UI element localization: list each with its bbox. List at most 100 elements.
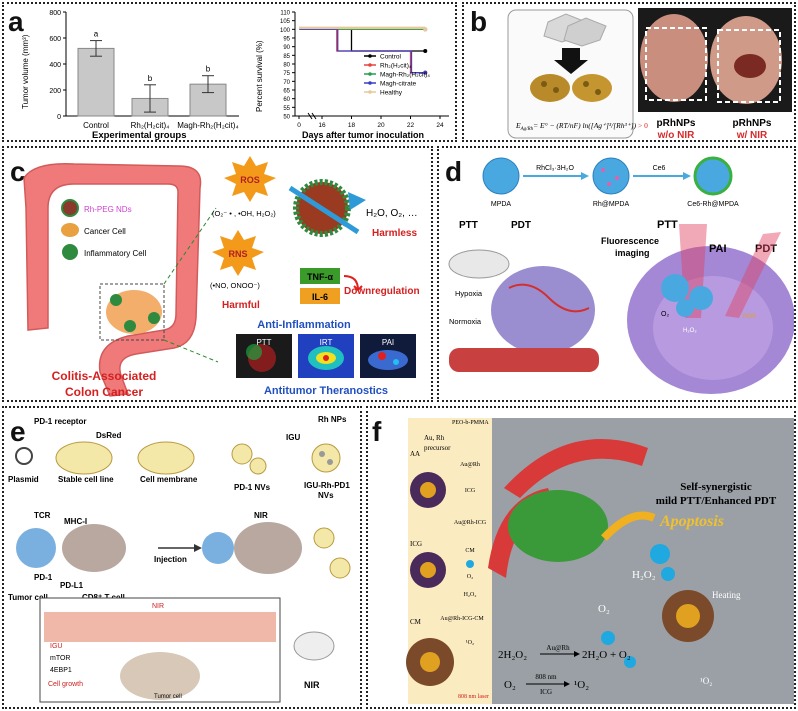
legend-laser: 808 nm laser	[458, 694, 489, 700]
img-label-pai: PAI	[382, 338, 394, 347]
legend-marker	[368, 54, 372, 58]
cancer-title-1: Colitis-Associated	[52, 369, 157, 383]
nir-label-1: NIR	[254, 511, 268, 520]
survival-ytick-label: 75	[283, 71, 290, 77]
legend-singlet-o2: ¹O₂	[466, 640, 474, 646]
bar-xlabel: Experimental groups	[92, 130, 187, 141]
normoxia-label: Normoxia	[449, 317, 482, 326]
inset-mtor: mTOR	[50, 655, 70, 662]
survival-line	[300, 28, 427, 74]
bar-ytick-label: 800	[49, 10, 61, 17]
heating-label: Heating	[712, 590, 741, 600]
anti-inflammation-label: Anti-Inflammation	[257, 319, 351, 331]
eq1-right: 2H₂O + O₂	[582, 649, 631, 661]
survival-ytick-label: 95	[283, 37, 290, 43]
rh-mpda-icon	[592, 157, 630, 195]
survival-ytick-label: 90	[283, 45, 290, 51]
inset-tumor-cell: Tumor cell	[154, 694, 182, 700]
membrane-label: Cell membrane	[140, 475, 198, 484]
survival-ylabel: Percent survival (%)	[255, 40, 264, 112]
axis-break	[311, 112, 317, 120]
rh-peg-nd-icon	[61, 199, 79, 217]
survival-xtick-label: 20	[377, 122, 385, 129]
panel-f-art: PEO-b-PMMA AA Au, Rh precursor ICG CM Au…	[406, 418, 794, 704]
h2o2-label: H₂O₂	[632, 569, 656, 581]
panel-c-label: c	[10, 156, 26, 187]
pd1-label: PD-1	[34, 573, 53, 582]
pai-label: PAI	[709, 243, 727, 255]
harmful-label: Harmful	[222, 300, 260, 311]
legend-rh-peg: Rh-PEG NDs	[84, 205, 132, 214]
legend-cm: CM	[465, 548, 475, 554]
legend-au-rh: Au@Rh	[460, 462, 480, 468]
tumor-vessel-icon	[491, 266, 595, 354]
blood-vessel-icon	[504, 439, 648, 498]
caption-left-2: w/o NIR	[657, 130, 695, 141]
plasmid-label: Plasmid	[8, 475, 39, 484]
panel-b: b EAg/Rh= E° − (RT/nF) ln([Ag⁺]³/[Rh³⁺])…	[462, 2, 796, 142]
eq2-left: O₂	[504, 679, 516, 691]
mouse-icon	[448, 249, 510, 279]
eq2-cat-2: ICG	[540, 688, 552, 696]
ros-label: ROS	[240, 175, 260, 185]
pdt-label: PDT	[511, 220, 531, 231]
stable-cell-label: Stable cell line	[58, 475, 114, 484]
legend-entry: Magh-citrate	[380, 81, 417, 88]
panel-d-label: d	[445, 156, 463, 187]
survival-ytick-label: 65	[283, 89, 290, 95]
ce6-rh-mpda-icon	[693, 156, 733, 196]
np-label-mpda: MPDA	[491, 201, 512, 208]
nir-label-2: NIR	[152, 603, 164, 610]
caption-left-1: pRhNPs	[657, 118, 696, 129]
igu-rh-nv-icon	[311, 443, 341, 473]
membrane-icon	[137, 441, 195, 475]
pdt2-label: PDT	[755, 243, 777, 255]
survival-ytick-label: 55	[283, 106, 290, 112]
legend-marker	[368, 81, 372, 85]
panel-a-label: a	[8, 6, 24, 37]
fluorescence-label-2: imaging	[615, 248, 650, 258]
legend-inflammatory: Inflammatory Cell	[84, 249, 146, 258]
ros-burst-icon	[224, 156, 276, 202]
arrow-down-icon	[554, 48, 588, 74]
il6-label: IL-6	[312, 292, 328, 302]
survival-end-marker	[423, 49, 428, 53]
rns-burst-icon	[212, 230, 264, 276]
precursor-label-1: Au, Rh	[424, 434, 445, 442]
pd1-receptor-label: PD-1 receptor	[34, 417, 86, 426]
bar	[77, 47, 115, 117]
bar-ytick-label: 0	[57, 114, 61, 121]
legend-marker	[368, 63, 372, 67]
ptt2-label: PTT	[657, 219, 678, 231]
bar-ytick-label: 400	[49, 62, 61, 69]
panel-f: f PEO-b-PMMA AA Au, Rh precursor ICG CM …	[366, 406, 796, 709]
panel-c-art: Rh-PEG NDs Cancer Cell Inflammatory Cell…	[23, 156, 420, 399]
igu-rh-label-2: NVs	[318, 491, 334, 500]
tumor-cell-label: Tumor cell	[8, 593, 48, 602]
caption-right-1: pRhNPs	[733, 118, 772, 129]
products-label: H₂O, O₂, …	[366, 208, 418, 219]
bar-ylabel: Tumor volume (mm³)	[21, 34, 30, 109]
cm-step-label: CM	[410, 618, 422, 626]
eq2-right: ¹O₂	[574, 679, 589, 691]
survival-line	[299, 28, 426, 52]
injection-label: Injection	[154, 555, 187, 564]
img-label-irt: IRT	[320, 338, 333, 347]
legend-entry: Control	[380, 54, 402, 61]
panel-d-art: MPDA RhCl₃·3H₂O Rh@MPDA Ce6 Ce6-Rh@MPDA …	[448, 156, 794, 394]
ros-label-d: ROS	[743, 314, 756, 320]
singlet-label: ¹O₂	[700, 676, 712, 686]
panel-c: c Rh-PEG NDs Cancer Cell Inflammatory Ce…	[2, 146, 433, 402]
o2-icon	[466, 560, 474, 568]
arrow-right-icon	[194, 544, 202, 552]
rns-label: RNS	[228, 249, 247, 259]
cancer-title-2: Colon Cancer	[65, 385, 143, 399]
mouse-icon	[293, 631, 335, 661]
inflammatory-cell-icon	[62, 244, 78, 260]
panel-b-art: EAg/Rh= E° − (RT/nF) ln([Ag⁺]³/[Rh³⁺]) >…	[507, 8, 792, 141]
pd1-nvs-label: PD-1 NVs	[234, 483, 271, 492]
pd1-nv-icon	[231, 443, 253, 465]
